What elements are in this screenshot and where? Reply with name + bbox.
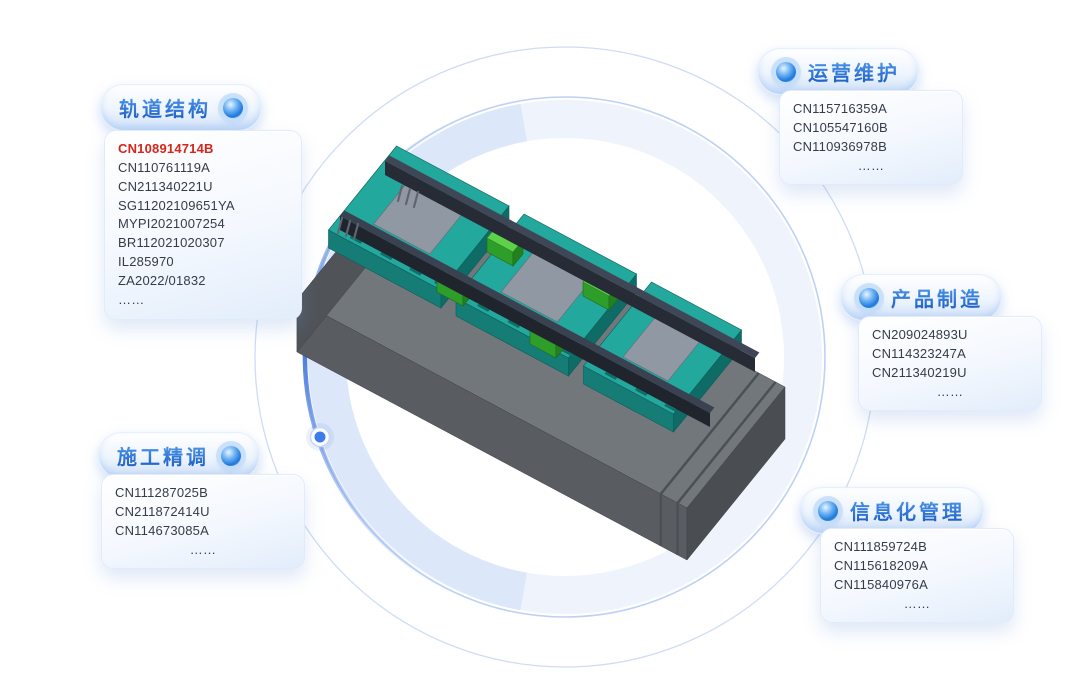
glow-dot-icon — [221, 445, 241, 466]
category-pill-operation-maintenance[interactable]: 运营维护 — [757, 48, 919, 95]
patent-card-information-management: CN111859724B CN115618209A CN115840976A …… — [820, 528, 1014, 624]
category-label: 施工精调 — [117, 441, 209, 470]
more-ellipsis: …… — [857, 157, 885, 173]
patent-number: CN211340219U — [872, 364, 967, 380]
more-ellipsis: …… — [189, 541, 217, 557]
glow-dot-icon — [776, 61, 796, 82]
patent-number: CN111287025B — [115, 485, 208, 500]
patent-number: IL285970 — [118, 254, 174, 270]
category-label: 信息化管理 — [850, 496, 965, 525]
patent-number: CN211872414U — [115, 503, 210, 519]
more-ellipsis: …… — [903, 595, 931, 611]
track-slab-illustration — [296, 145, 786, 561]
patent-number: CN114673085A — [115, 522, 209, 538]
patent-number: CN209024893U — [872, 327, 968, 342]
glow-dot-icon — [859, 287, 879, 308]
category-pill-construction-adjustment[interactable]: 施工精调 — [98, 432, 260, 479]
category-pill-information-management[interactable]: 信息化管理 — [799, 487, 984, 534]
patent-number: CN110936978B — [793, 138, 887, 154]
vibration-marks-icon — [336, 184, 420, 241]
expansion-joint — [659, 372, 760, 546]
patent-card-product-manufacturing: CN209024893U CN114323247A CN211340219U …… — [858, 316, 1042, 412]
patent-number: MYPI2021007254 — [118, 216, 225, 232]
category-label: 轨道结构 — [119, 93, 211, 122]
patent-number: BR112021020307 — [118, 235, 225, 251]
patent-number: CN108914714B — [118, 141, 214, 156]
glow-dot-icon — [223, 97, 243, 118]
patent-number: ZA2022/01832 — [118, 272, 206, 288]
track-slabs — [328, 145, 742, 433]
ring-node-dot-icon — [306, 423, 334, 451]
patent-number: CN105547160B — [793, 119, 888, 135]
category-pill-product-manufacturing[interactable]: 产品制造 — [840, 274, 1002, 321]
patent-number: CN115840976A — [834, 576, 928, 592]
patent-number: CN110761119A — [118, 159, 211, 175]
category-label: 运营维护 — [808, 57, 900, 86]
category-pill-track-structure[interactable]: 轨道结构 — [100, 84, 262, 131]
expansion-joint — [676, 381, 777, 555]
glow-dot-icon — [818, 500, 838, 521]
patent-card-track-structure: CN108914714B CN110761119A CN211340221U S… — [104, 130, 302, 320]
more-ellipsis: …… — [936, 383, 964, 399]
more-ellipsis: …… — [118, 291, 145, 307]
patent-number: CN111859724B — [834, 539, 927, 554]
patent-card-operation-maintenance: CN115716359A CN105547160B CN110936978B …… — [779, 90, 963, 186]
patent-number: CN114323247A — [872, 345, 966, 361]
patent-card-construction-adjustment: CN111287025B CN211872414U CN114673085A …… — [101, 474, 305, 570]
patent-number: CN115618209A — [834, 557, 928, 573]
patent-number: CN211340221U — [118, 178, 213, 194]
category-label: 产品制造 — [891, 283, 983, 312]
patent-number: CN115716359A — [793, 101, 887, 116]
patent-number: SG11202109651YA — [118, 197, 235, 213]
rails — [340, 155, 760, 427]
